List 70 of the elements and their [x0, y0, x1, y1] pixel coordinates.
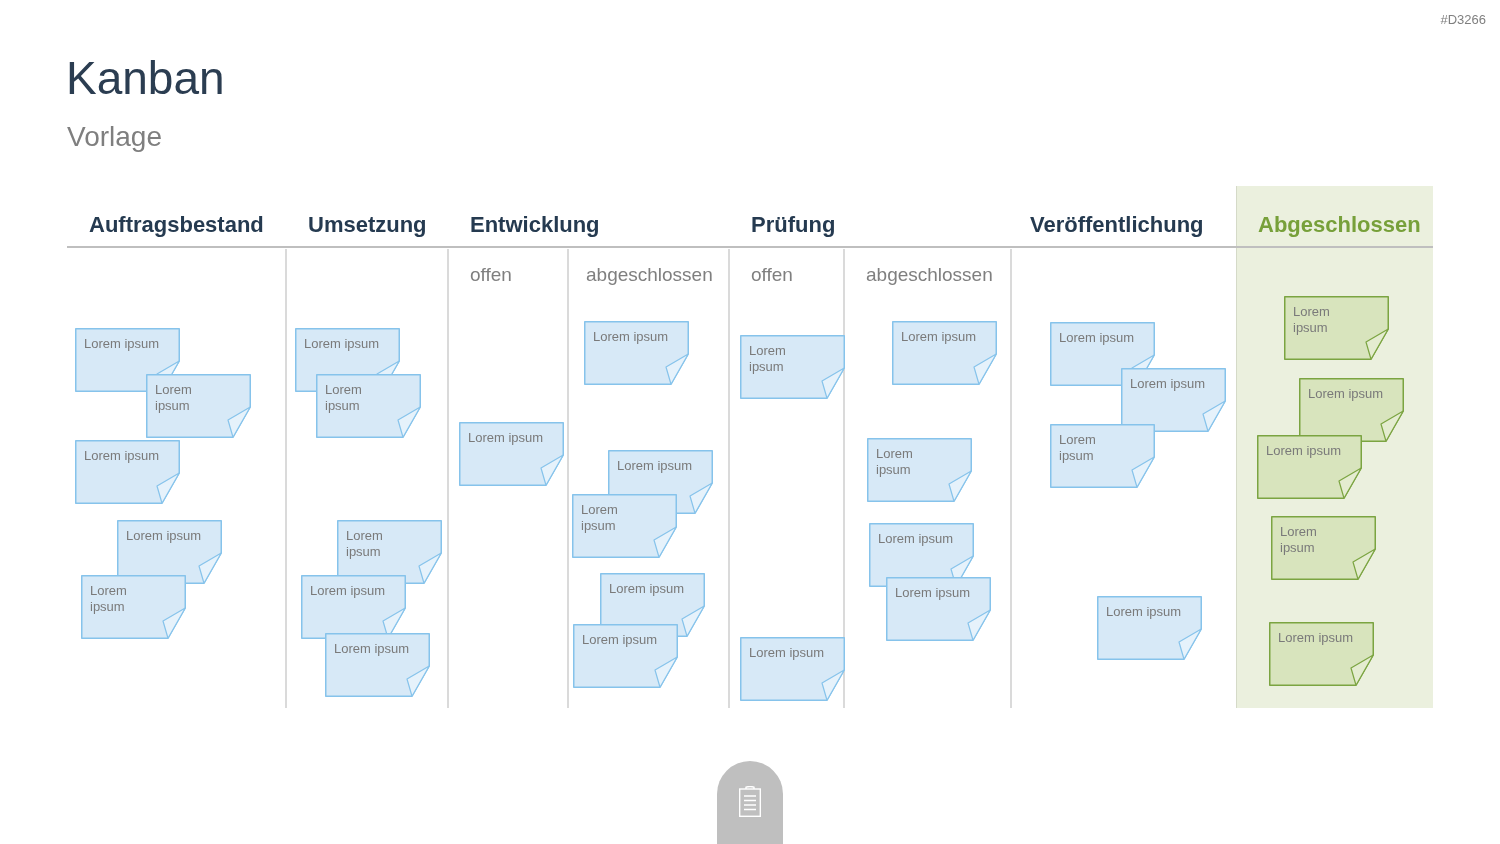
sticky-note	[572, 494, 677, 558]
subcolumn-heading: offen	[751, 263, 793, 287]
note-text: Lorem ipsum	[468, 430, 544, 446]
column-heading: Umsetzung	[308, 212, 427, 238]
note-text: Lorem ipsum	[581, 502, 619, 534]
note-text: Lorem ipsum	[1308, 386, 1384, 402]
note-text: Lorem ipsum	[749, 645, 825, 661]
sticky-note	[740, 335, 845, 399]
done-column-band	[1236, 186, 1433, 708]
sticky-note	[81, 575, 186, 639]
sticky-note	[1121, 368, 1226, 432]
column-heading: Entwicklung	[470, 212, 600, 238]
note-text: Lorem ipsum	[1278, 630, 1354, 646]
note-text: Lorem ipsum	[304, 336, 380, 352]
column-heading: Auftragsbestand	[89, 212, 264, 238]
note-text: Lorem ipsum	[878, 531, 954, 547]
sticky-note	[740, 637, 845, 701]
column-heading: Prüfung	[751, 212, 836, 238]
sticky-note	[337, 520, 442, 584]
note-text: Lorem ipsum	[901, 329, 977, 345]
sticky-note	[1050, 424, 1155, 488]
note-text: Lorem ipsum	[346, 528, 384, 560]
slide-code: #D3266	[1440, 12, 1486, 28]
note-text: Lorem ipsum	[334, 641, 410, 657]
sticky-note	[301, 575, 406, 639]
subcolumn-heading: abgeschlossen	[866, 263, 993, 287]
column-heading: Veröffentlichung	[1030, 212, 1204, 238]
sticky-note	[892, 321, 997, 385]
note-text: Lorem ipsum	[84, 448, 160, 464]
sticky-note	[146, 374, 251, 438]
note-text: Lorem ipsum	[609, 581, 685, 597]
sticky-note	[886, 577, 991, 641]
note-text: Lorem ipsum	[155, 382, 193, 414]
sticky-note	[75, 440, 180, 504]
note-text: Lorem ipsum	[1106, 604, 1182, 620]
note-text: Lorem ipsum	[749, 343, 787, 375]
subtitle: Vorlage	[67, 121, 162, 153]
sticky-note	[573, 624, 678, 688]
note-text: Lorem ipsum	[90, 583, 128, 615]
note-text: Lorem ipsum	[1059, 432, 1097, 464]
sticky-note	[1299, 378, 1404, 442]
note-text: Lorem ipsum	[895, 585, 971, 601]
note-text: Lorem ipsum	[310, 583, 386, 599]
note-text: Lorem ipsum	[1280, 524, 1318, 556]
note-text: Lorem ipsum	[582, 632, 658, 648]
subcolumn-heading: abgeschlossen	[586, 263, 713, 287]
note-text: Lorem ipsum	[1130, 376, 1206, 392]
note-text: Lorem ipsum	[617, 458, 693, 474]
sticky-note	[584, 321, 689, 385]
note-text: Lorem ipsum	[126, 528, 202, 544]
sticky-note	[1097, 596, 1202, 660]
sticky-note	[117, 520, 222, 584]
note-text: Lorem ipsum	[325, 382, 363, 414]
sticky-note	[1284, 296, 1389, 360]
note-text: Lorem ipsum	[593, 329, 669, 345]
sticky-note	[1271, 516, 1376, 580]
note-text: Lorem ipsum	[1266, 443, 1342, 459]
note-text: Lorem ipsum	[876, 446, 914, 478]
note-text: Lorem ipsum	[1059, 330, 1135, 346]
sticky-note	[459, 422, 564, 486]
sticky-note	[325, 633, 430, 697]
subcolumn-heading: offen	[470, 263, 512, 287]
note-text: Lorem ipsum	[84, 336, 160, 352]
sticky-note	[1269, 622, 1374, 686]
column-heading: Abgeschlossen	[1258, 212, 1421, 238]
title: Kanban	[66, 52, 225, 104]
note-text: Lorem ipsum	[1293, 304, 1331, 336]
sticky-note	[1257, 435, 1362, 499]
sticky-note	[316, 374, 421, 438]
sticky-note	[867, 438, 972, 502]
